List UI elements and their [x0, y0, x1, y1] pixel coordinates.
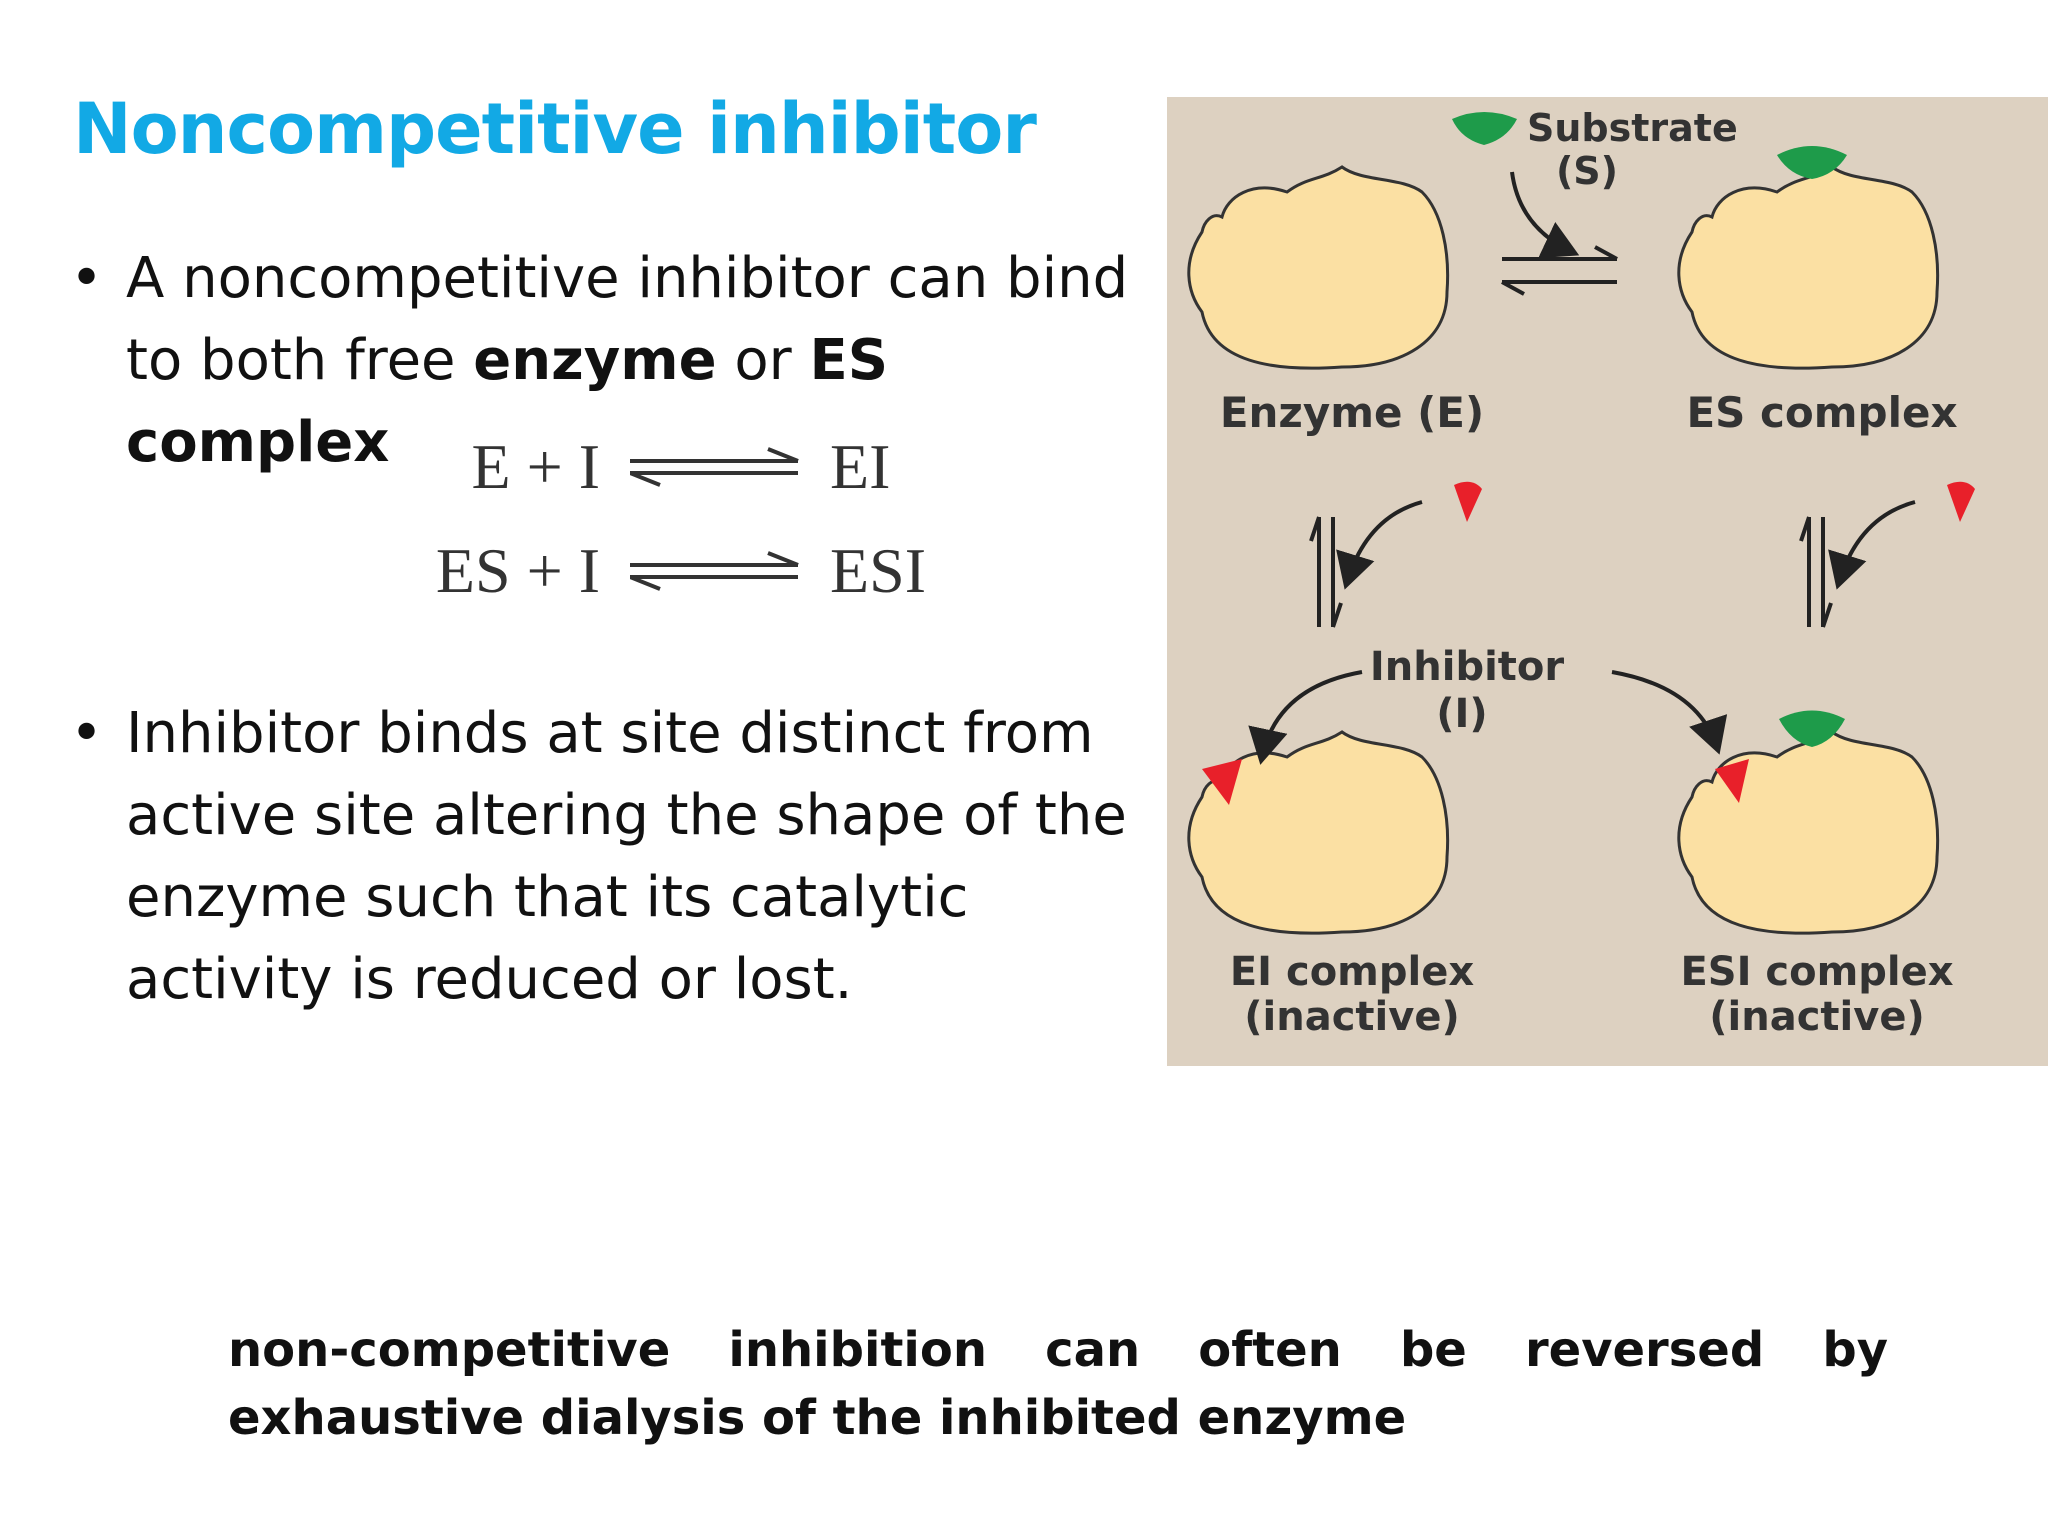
esi-inactive-label: (inactive): [1709, 994, 1925, 1040]
enzyme-label: Enzyme (E): [1220, 388, 1484, 437]
bound-inhibitor-icon: [1202, 759, 1242, 805]
bullet-text-part: A noncompetitive inhibitor can bind to b…: [126, 246, 1129, 393]
bound-substrate-icon: [1779, 710, 1845, 747]
substrate-binding-arrow-icon: [1510, 171, 1580, 259]
bullet-dot: •: [70, 701, 104, 766]
bullet-mechanism-text: Inhibitor binds at site distinct from ac…: [126, 701, 1127, 1012]
footnote: non-competitive inhibition can often be …: [228, 1322, 1888, 1446]
bound-inhibitor-icon: [1715, 759, 1749, 803]
ei-complex-label: EI complex: [1230, 949, 1474, 995]
inhibitor-label: Inhibitor: [1370, 644, 1564, 690]
equation-left: ES + I: [435, 535, 600, 606]
esi-complex-shape: [1677, 730, 1940, 935]
inhibitor-binding-arrow-icon: [1828, 500, 1916, 590]
inhibitor-to-esi-arrow-icon: [1611, 670, 1728, 755]
bullet-dot: •: [70, 246, 104, 311]
equilibrium-arrow-icon: [630, 551, 799, 591]
es-complex-shape: [1677, 165, 1940, 370]
equilibrium-arrow-icon: [630, 447, 799, 487]
equation-left: E + I: [471, 431, 601, 502]
equation-right: ESI: [830, 535, 926, 606]
bullet-bold-es-complex: ES complex: [126, 328, 889, 475]
esi-complex-label: ESI complex: [1680, 949, 1953, 995]
inhibitor-icon: [1947, 481, 1975, 522]
bullet-mechanism: • Inhibitor binds at site distinct from …: [70, 693, 1180, 1021]
substrate-icon: [1452, 112, 1517, 145]
inhibitor-binding-arrow-icon: [1336, 500, 1423, 590]
inhibition-diagram: Substrate (S) Enzyme (E) ES complex Inhi…: [1167, 97, 2048, 1066]
substrate-label: (S): [1556, 149, 1618, 193]
bullet-text-part: or: [716, 328, 810, 393]
inhibition-diagram-svg: Substrate (S) Enzyme (E) ES complex Inhi…: [1187, 106, 1975, 1040]
equation-row: ES + I ESI: [410, 534, 926, 608]
es-complex-label: ES complex: [1686, 388, 1957, 437]
bound-substrate-icon: [1777, 146, 1847, 179]
bullet-binding-text: A noncompetitive inhibitor can bind to b…: [126, 238, 1160, 484]
equation-right: EI: [830, 431, 891, 502]
substrate-label: Substrate: [1527, 106, 1738, 150]
ei-complex-shape: [1187, 730, 1450, 935]
inhibitor-icon: [1454, 481, 1482, 522]
bullet-binding: • A noncompetitive inhibitor can bind to…: [70, 238, 1160, 484]
ei-inactive-label: (inactive): [1244, 994, 1460, 1040]
inhibitor-to-ei-arrow-icon: [1248, 670, 1363, 765]
slide-title: Noncompetitive inhibitor: [73, 88, 1037, 170]
enzyme-shape: [1187, 165, 1450, 370]
equation-row: E + I EI: [450, 430, 891, 504]
inhibitor-label: (I): [1436, 691, 1487, 737]
bullet-bold-enzyme: enzyme: [473, 328, 717, 393]
